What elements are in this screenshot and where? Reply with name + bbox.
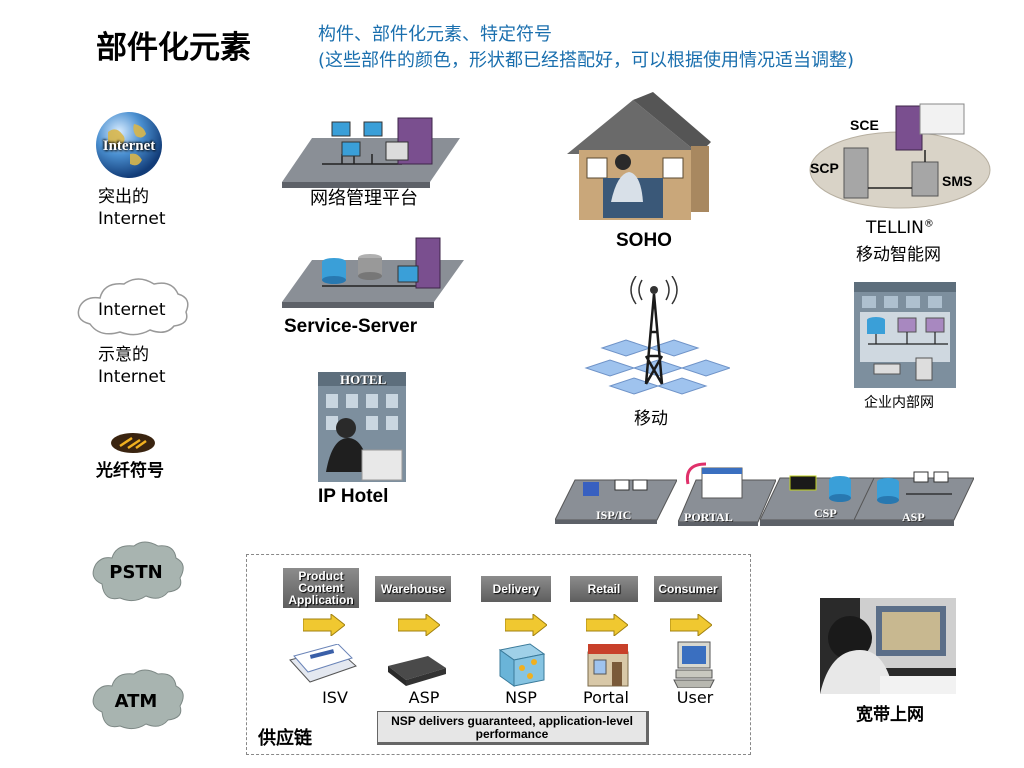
portal-platform [677, 460, 777, 526]
chain-arrow-icon [504, 612, 548, 638]
tellin-registered-mark: ® [923, 218, 934, 230]
chain-arrow-icon [302, 612, 346, 638]
mobile-label: 移动 [634, 409, 668, 429]
atm-cloud-icon [88, 668, 184, 734]
globe-label-2: Internet [98, 209, 166, 229]
tellin-name: TELLIN [866, 218, 924, 238]
chain-arrow-icon [397, 612, 441, 638]
service-server-label: Service-Server [284, 316, 418, 337]
stage-delivery: Delivery [481, 576, 551, 602]
chain-label-asp: ASP [408, 688, 440, 707]
sms-label: SMS [942, 173, 973, 189]
scp-label: SCP [810, 160, 839, 176]
ip-hotel-label: IP Hotel [318, 486, 389, 507]
subtitle-line-2: (这些部件的颜色，形状都已经搭配好，可以根据使用情况适当调整) [318, 50, 855, 71]
pstn-label: PSTN [109, 562, 163, 583]
globe-text: Internet [102, 138, 156, 154]
enterprise-intranet-label: 企业内部网 [864, 395, 934, 411]
stage-retail: Retail [570, 576, 638, 602]
fiber-icon [110, 432, 156, 454]
sce-label: SCE [850, 117, 879, 133]
asp-tag: ASP [902, 510, 925, 524]
chain-arrow-icon [669, 612, 713, 638]
network-management-icon [282, 112, 460, 188]
soho-house-icon [563, 92, 713, 224]
stage-warehouse: Warehouse [375, 576, 451, 602]
cloud-text: Internet [98, 300, 166, 320]
enterprise-intranet-icon [852, 282, 958, 388]
broadband-photo [820, 598, 956, 694]
internet-globe-icon [94, 110, 164, 180]
broadband-label: 宽带上网 [856, 705, 924, 725]
chain-label-isv: ISV [322, 688, 348, 707]
fiber-label: 光纤符号 [96, 461, 164, 481]
cloud-label-2: Internet [98, 367, 166, 387]
tellin-platform-icon [808, 100, 992, 212]
atm-label: ATM [114, 691, 158, 712]
soho-label: SOHO [616, 230, 672, 251]
stage-product-content-application: Product Content Application [283, 568, 359, 608]
csp-platform [759, 474, 879, 526]
internet-cloud-icon [70, 276, 194, 342]
chain-label-nsp: NSP [505, 688, 537, 707]
page-title: 部件化元素 [96, 30, 251, 66]
portal-tag: PORTAL [684, 510, 733, 524]
pstn-cloud-icon [88, 538, 184, 606]
subtitle-line-1: 构件、部件化元素、特定符号 [318, 24, 552, 45]
asp-device-icon [384, 652, 448, 686]
chain-label-portal: Portal [583, 688, 629, 707]
globe-label-1: 突出的 [98, 187, 149, 207]
hotel-sign: HOTEL [340, 372, 387, 387]
service-server-icon [282, 236, 464, 308]
cloud-label-1: 示意的 [98, 345, 149, 365]
chain-arrow-icon [585, 612, 629, 638]
ip-hotel-icon [312, 372, 412, 482]
isv-documents-icon [286, 643, 360, 686]
supply-chain-box [246, 554, 751, 755]
isp-ic-platform [554, 478, 678, 524]
portal-store-icon [584, 640, 632, 688]
isp-ic-tag: ISP/IC [596, 508, 632, 522]
chain-label-user: User [676, 688, 714, 707]
csp-tag: CSP [814, 506, 837, 520]
user-computer-icon [672, 640, 716, 689]
mobile-tower-icon [582, 275, 732, 400]
nsp-network-cube-icon [494, 640, 548, 688]
supply-chain-caption: 供应链 [258, 728, 312, 749]
nsp-note: NSP delivers guaranteed, application-lev… [377, 711, 649, 745]
tellin-sub-label: 移动智能网 [856, 245, 941, 265]
tellin-label: TELLIN® [866, 218, 934, 238]
asp-platform [853, 470, 975, 526]
network-management-label: 网络管理平台 [310, 188, 418, 209]
stage-consumer: Consumer [654, 576, 722, 602]
